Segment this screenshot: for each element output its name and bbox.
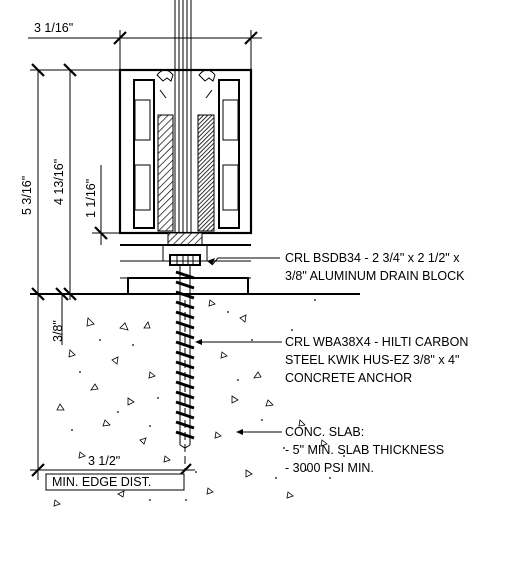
- anchor-head: [169, 254, 201, 266]
- dim-edge-distance-label: 3 1/2": [88, 454, 120, 468]
- glass-panel: [174, 0, 192, 240]
- dim-base-height: 4 13/16": [52, 63, 77, 301]
- base-shoe: [118, 68, 253, 246]
- dim-overall-height-label: 5 3/16": [20, 176, 34, 215]
- svg-text:STEEL KWIK HUS-EZ 3/8" x 4": STEEL KWIK HUS-EZ 3/8" x 4": [285, 353, 459, 367]
- leader-drain-block: [207, 257, 280, 266]
- svg-text:CONCRETE ANCHOR: CONCRETE ANCHOR: [285, 371, 412, 385]
- callout-anchor: CRL WBA38X4 - HILTI CARBON STEEL KWIK HU…: [285, 335, 468, 385]
- callout-drain-block: CRL BSDB34 - 2 3/4" x 2 1/2" x 3/8" ALUM…: [285, 251, 465, 283]
- setting-block: [167, 232, 203, 246]
- drain-block: [120, 244, 251, 295]
- leader-slab: [236, 429, 282, 435]
- dim-top-width: 3 1/16": [28, 21, 262, 70]
- svg-text:- 3000 PSI MIN.: - 3000 PSI MIN.: [285, 461, 374, 475]
- slab-aggregate: [53, 299, 328, 507]
- dim-top-width-label: 3 1/16": [34, 21, 73, 35]
- gasket-right: [197, 114, 215, 232]
- gasket-left: [157, 114, 174, 232]
- svg-text:- 5" MIN. SLAB THICKNESS: - 5" MIN. SLAB THICKNESS: [285, 443, 444, 457]
- dim-base-height-label: 4 13/16": [52, 159, 66, 205]
- leader-anchor: [195, 339, 282, 345]
- dim-embed-offset-label: 3/8": [51, 320, 65, 342]
- dim-glass-seat: 1 1/16": [84, 165, 168, 245]
- dim-glass-seat-label: 1 1/16": [84, 179, 98, 218]
- svg-text:3/8" ALUMINUM DRAIN BLOCK: 3/8" ALUMINUM DRAIN BLOCK: [285, 269, 465, 283]
- svg-text:CONC. SLAB:: CONC. SLAB:: [285, 425, 364, 439]
- callout-slab: CONC. SLAB: - 5" MIN. SLAB THICKNESS - 3…: [285, 425, 444, 475]
- dim-edge-distance: 3 1/2" MIN. EDGE DIST.: [30, 300, 195, 491]
- dim-embed-offset: 3/8": [51, 287, 69, 345]
- dim-overall-height: 5 3/16": [20, 63, 120, 302]
- svg-text:CRL BSDB34 - 2 3/4" x 2 1/2" x: CRL BSDB34 - 2 3/4" x 2 1/2" x: [285, 251, 460, 265]
- edge-distance-caption: MIN. EDGE DIST.: [52, 475, 151, 489]
- svg-text:CRL WBA38X4 - HILTI CARBON: CRL WBA38X4 - HILTI CARBON: [285, 335, 468, 349]
- slab-dots: [71, 299, 345, 501]
- shoe-outer: [118, 68, 253, 235]
